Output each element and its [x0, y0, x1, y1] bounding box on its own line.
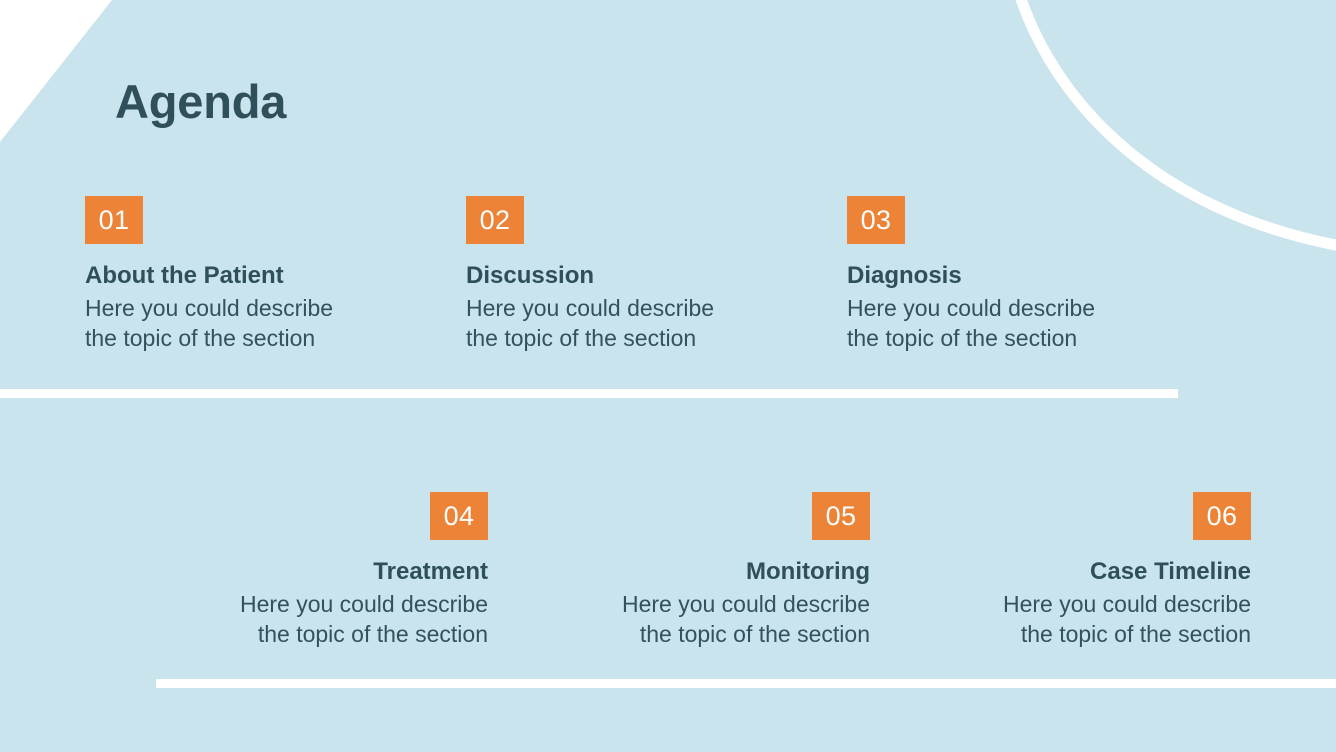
agenda-item-description-line-1: Here you could describe	[85, 294, 334, 321]
agenda-number-badge-03: 03	[847, 196, 905, 244]
agenda-item-description-line-1: Here you could describe	[847, 294, 1096, 321]
agenda-item-title-03: Diagnosis	[847, 262, 962, 289]
agenda-item-description-03: Here you could describe the topic of the…	[847, 293, 1177, 354]
agenda-item-description-line-1: Here you could describe	[621, 590, 870, 617]
page-title: Agenda	[115, 75, 287, 128]
divider-bottom	[156, 679, 1336, 688]
agenda-item-description-line-2: the topic of the section	[85, 325, 316, 352]
agenda-item-description-line-1: Here you could describe	[1002, 590, 1251, 617]
agenda-item-description-line-2: the topic of the section	[1020, 621, 1251, 648]
agenda-item-title-01: About the Patient	[85, 262, 284, 289]
agenda-item-title-04: Treatment	[373, 558, 488, 585]
agenda-item-title-05: Monitoring	[746, 558, 870, 585]
agenda-item-description-05: Here you could describe the topic of the…	[540, 589, 870, 650]
agenda-item-02[interactable]: 02 Discussion Here you could describe th…	[466, 196, 796, 354]
agenda-item-description-line-1: Here you could describe	[466, 294, 715, 321]
agenda-number-badge-06: 06	[1193, 492, 1251, 540]
agenda-item-03[interactable]: 03 Diagnosis Here you could describe the…	[847, 196, 1177, 354]
agenda-item-description-line-2: the topic of the section	[257, 621, 488, 648]
agenda-item-06[interactable]: 06 Case Timeline Here you could describe…	[921, 492, 1251, 650]
agenda-item-04[interactable]: 04 Treatment Here you could describe the…	[158, 492, 488, 650]
agenda-item-description-06: Here you could describe the topic of the…	[921, 589, 1251, 650]
agenda-item-description-01: Here you could describe the topic of the…	[85, 293, 415, 354]
agenda-number-badge-05: 05	[812, 492, 870, 540]
agenda-item-description-04: Here you could describe the topic of the…	[158, 589, 488, 650]
agenda-item-title-06: Case Timeline	[1090, 558, 1251, 585]
agenda-number-badge-02: 02	[466, 196, 524, 244]
agenda-item-description-line-2: the topic of the section	[639, 621, 870, 648]
agenda-item-description-line-2: the topic of the section	[466, 325, 697, 352]
agenda-item-title-02: Discussion	[466, 262, 595, 289]
agenda-item-05[interactable]: 05 Monitoring Here you could describe th…	[540, 492, 870, 650]
agenda-item-01[interactable]: 01 About the Patient Here you could desc…	[85, 196, 415, 354]
agenda-number-badge-01: 01	[85, 196, 143, 244]
agenda-item-description-line-1: Here you could describe	[239, 590, 488, 617]
agenda-item-description-line-2: the topic of the section	[847, 325, 1078, 352]
agenda-number-badge-04: 04	[430, 492, 488, 540]
agenda-item-description-02: Here you could describe the topic of the…	[466, 293, 796, 354]
divider-top	[0, 389, 1178, 398]
